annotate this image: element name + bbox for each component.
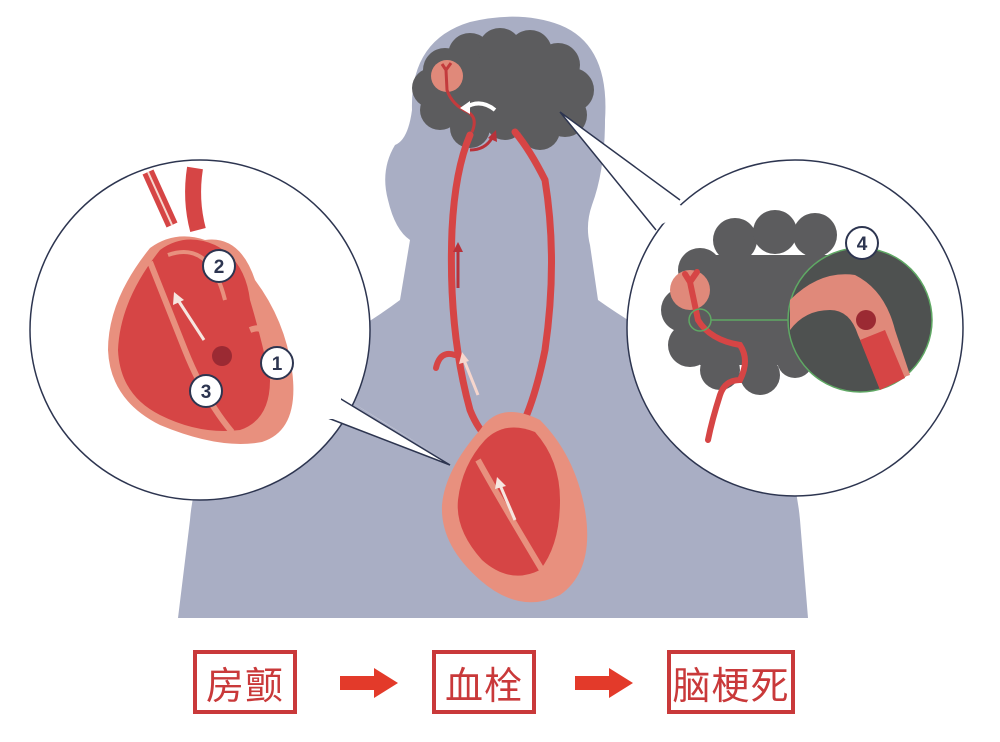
body-silhouette [178,16,808,618]
svg-text:2: 2 [214,257,225,278]
causal-flow: 房颤 血栓 脑梗死 [0,650,1000,720]
step-atrial-fibrillation: 房颤 [193,650,297,714]
carotid-arteries [433,128,555,444]
step-label: 房颤 [205,663,284,708]
marker-4: 4 [845,226,879,260]
marker-1: 1 [260,346,294,380]
heart-in-chest [441,412,588,603]
step-label: 脑梗死 [672,663,790,708]
marker-2: 2 [202,249,236,283]
right-arrow-icon [340,668,398,698]
heart-callout [29,159,451,501]
brain-callout [559,111,964,497]
flow-arrows-neck [453,130,497,396]
svg-text:3: 3 [201,382,212,403]
marker-3: 3 [189,374,223,408]
step-label: 血栓 [444,663,523,708]
step-thrombus: 血栓 [432,650,536,714]
step-cerebral-infarction: 脑梗死 [667,650,795,714]
right-arrow-icon [575,668,633,698]
svg-text:4: 4 [857,234,868,255]
svg-text:1: 1 [272,354,283,375]
